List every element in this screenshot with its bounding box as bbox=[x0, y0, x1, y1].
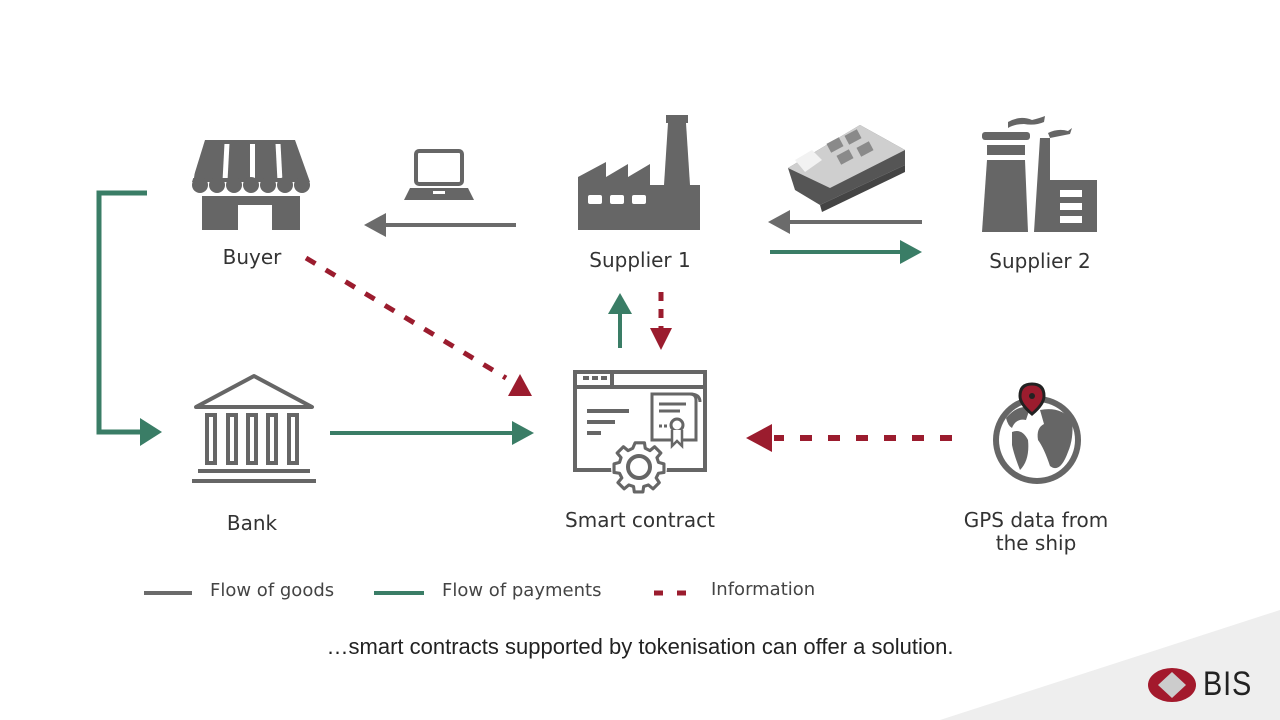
arrow-goods-supplier1-to-buyer bbox=[364, 213, 516, 237]
node-label-bank: Bank bbox=[226, 511, 278, 535]
arrow-goods-supplier2-to-supplier1 bbox=[768, 210, 922, 234]
arrow-payments-bank-to-smart-contract bbox=[330, 421, 534, 445]
legend-label-payments: Flow of payments bbox=[442, 580, 602, 601]
legend-label-information: Information bbox=[711, 579, 816, 600]
arrow-payments-smart-contract-to-supplier1 bbox=[608, 293, 632, 348]
legend-label-goods: Flow of goods bbox=[210, 580, 335, 601]
node-label-supplier2: Supplier 2 bbox=[989, 249, 1091, 273]
globe-pin-icon bbox=[993, 382, 1081, 484]
node-label-smart-contract: Smart contract bbox=[565, 508, 715, 532]
bank-icon bbox=[192, 374, 316, 483]
storefront-icon bbox=[188, 140, 317, 230]
laptop-icon bbox=[404, 149, 474, 200]
arrow-info-supplier1-to-smart-contract bbox=[650, 292, 672, 350]
bis-logo-text: BIS bbox=[1203, 665, 1253, 703]
caption-text: …smart contracts supported by tokenisati… bbox=[326, 634, 954, 659]
contract-gear-icon bbox=[573, 370, 707, 495]
arrow-payments-buyer-to-bank bbox=[96, 190, 162, 446]
node-label-gps: GPS data from the ship bbox=[950, 509, 1122, 555]
arrow-payments-supplier1-to-supplier2 bbox=[770, 240, 922, 264]
arrow-info-buyer-to-smart-contract bbox=[304, 255, 532, 396]
power-plant-icon bbox=[982, 116, 1097, 232]
node-label-gps-line1: GPS data from bbox=[963, 508, 1109, 532]
node-label-buyer: Buyer bbox=[222, 245, 282, 269]
arrow-info-gps-to-smart-contract bbox=[746, 424, 952, 452]
factory-icon bbox=[578, 115, 700, 230]
node-label-supplier1: Supplier 1 bbox=[589, 248, 691, 272]
bis-logo-mark bbox=[1148, 668, 1196, 702]
cargo-ship-icon bbox=[788, 125, 905, 212]
node-label-gps-line2: the ship bbox=[995, 531, 1077, 555]
